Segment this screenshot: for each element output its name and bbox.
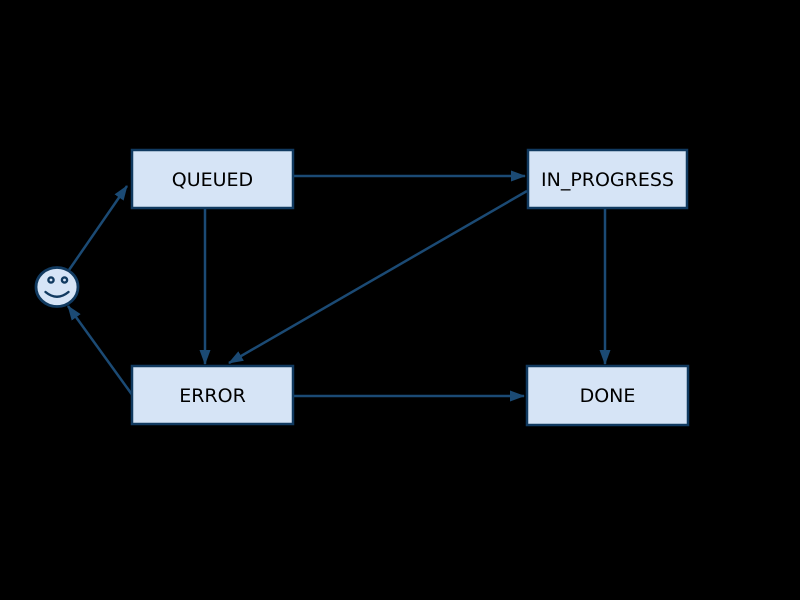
edge-start-to-queued xyxy=(67,185,129,271)
state-node-queued-label: QUEUED xyxy=(172,169,253,191)
state-node-error-label: ERROR xyxy=(179,385,246,407)
state-node-in-progress: IN_PROGRESS xyxy=(526,148,689,210)
smiley-face-icon xyxy=(34,266,80,308)
state-node-queued: QUEUED xyxy=(130,148,295,210)
edge-in-progress-to-error xyxy=(228,189,528,365)
state-node-queued-box xyxy=(130,148,295,210)
state-node-error: ERROR xyxy=(130,364,295,426)
state-node-error-box xyxy=(130,364,295,426)
state-node-done: DONE xyxy=(525,364,690,427)
smiley-left-eye xyxy=(47,276,55,284)
state-node-done-box xyxy=(525,364,690,427)
state-node-in-progress-label: IN_PROGRESS xyxy=(541,169,674,191)
state-node-in-progress-box xyxy=(526,148,689,210)
smiley-mouth xyxy=(44,290,70,298)
edge-error-to-start xyxy=(66,305,135,397)
smiley-right-eye xyxy=(60,276,69,284)
state-node-done-label: DONE xyxy=(580,385,636,407)
smiley-face-head xyxy=(34,266,80,308)
